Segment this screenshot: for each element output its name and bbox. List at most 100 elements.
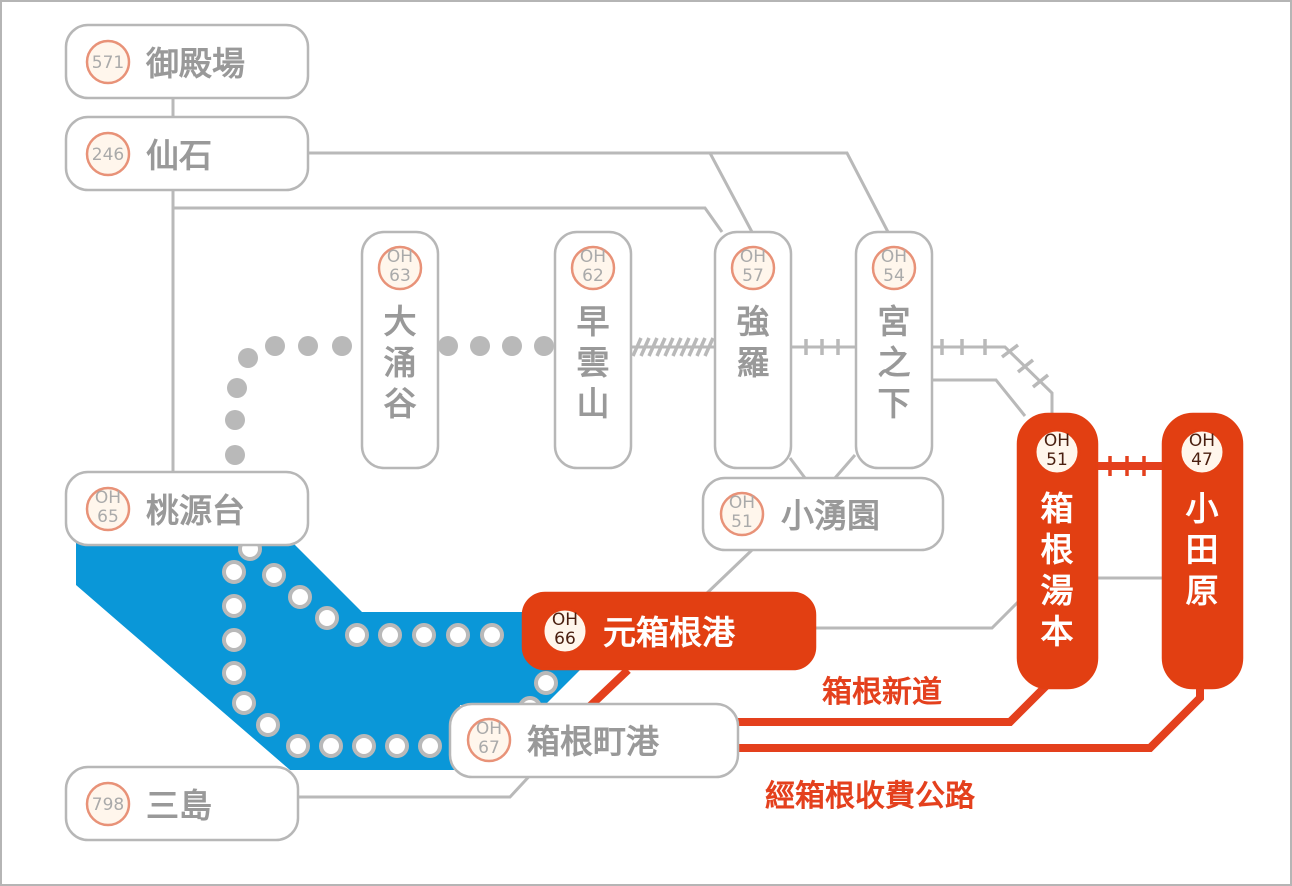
station-gotemba[interactable]: 571 御殿場 [64,23,310,100]
station-name-char: 箱 [1041,489,1074,528]
station-name: 早雲山 [577,302,610,423]
station-name-char: 谷 [384,384,417,423]
station-code-number: 54 [883,266,905,286]
bus-line-gora-kowakien [788,457,807,479]
station-name-char: 強 [737,302,770,341]
station-code-ring [377,245,423,291]
station-name-char: 之 [878,343,911,382]
station-code-ring [85,39,131,85]
bus-line-mishima-hakonemachi [298,768,537,799]
bus-lines [171,98,1165,799]
station-code-prefix: OH [881,247,907,267]
station-odawara[interactable]: OH 47 小田原 [1161,412,1244,690]
station-code-number: 67 [478,738,500,758]
station-name: 宮之下 [878,302,911,423]
station-code-prefix: OH [1189,431,1215,451]
station-name-char: 本 [1041,612,1074,651]
station-code-prefix: OH [476,719,502,739]
station-togendai[interactable]: OH 65 桃源台 [64,470,310,547]
station-owakudani[interactable]: OH 63 大涌谷 [360,230,440,470]
station-name: 桃源台 [146,491,245,530]
lake-ashi [76,540,590,770]
station-sengoku[interactable]: 246 仙石 [64,115,310,192]
bus-line-sengoku-gora [308,151,754,233]
station-mishima[interactable]: 798 三島 [64,765,300,842]
bus-line-miyanoshita-yumoto [930,378,1027,417]
station-code-ring [1178,428,1226,476]
station-name-char: 涌 [384,343,417,382]
station-code-number: 65 [97,507,119,527]
bus-line-motohakone-yumoto [815,598,1022,630]
station-name: 小湧園 [781,496,880,535]
cablecar-hatch [631,337,715,357]
station-name-char: 宮 [878,302,911,341]
station-name-char: 原 [1186,571,1219,610]
station-name: 大涌谷 [384,302,417,423]
station-name-char: 羅 [737,343,770,382]
station-code-ring [1033,428,1081,476]
station-gora[interactable]: OH 57 強羅 [713,230,793,470]
station-motohakoneko[interactable]: OH 66 元箱根港 [521,591,817,671]
station-kowakien[interactable]: OH 51 小湧園 [701,476,945,552]
station-code-ring [719,491,765,537]
bus-line-miyanoshita-kowakien [833,454,857,479]
station-name-char: 大 [384,302,417,341]
station-code-ring [871,245,917,291]
station-code-prefix: OH [740,247,766,267]
station-code-number: 47 [1191,450,1213,470]
station-code-number: 62 [582,266,604,286]
station-name-char: 小 [1186,489,1219,528]
station-sounzan[interactable]: OH 62 早雲山 [553,230,633,470]
station-code-prefix: OH [729,493,755,513]
road-label-hakone-shindo: 箱根新道 [822,675,942,710]
station-name-char: 雲 [577,343,610,382]
station-name: 仙石 [146,136,212,175]
station-name: 三島 [146,786,212,825]
road-label-tollway: 經箱根收費公路 [765,779,976,814]
station-code-prefix: OH [95,488,121,508]
station-code-number: 66 [554,629,576,649]
station-name-char: 田 [1186,530,1219,569]
station-code-ring [570,245,616,291]
station-code-number: 51 [1046,450,1068,470]
station-code-ring [85,486,131,532]
station-name: 強羅 [737,302,770,382]
highlight-routes [585,456,1204,752]
station-code-number: 57 [742,266,764,286]
station-name-char: 根 [1041,530,1074,569]
station-code-number: 51 [731,512,753,532]
station-hakonemachiko[interactable]: OH 67 箱根町港 [448,702,740,779]
station-code-prefix: OH [387,247,413,267]
station-name: 御殿場 [145,44,245,83]
station-code-prefix: OH [1044,431,1070,451]
station-code-number: 63 [389,266,411,286]
station-code: 571 [92,53,124,73]
station-name: 箱根湯本 [1041,489,1074,651]
route-hakone-shindo [738,677,1055,726]
rail-lines [630,337,1054,416]
station-code-ring [466,717,512,763]
route-motohakone-hakonemachi [585,667,631,711]
station-code-ring [85,131,131,177]
station-name: 箱根町港 [527,722,660,761]
route-hakone-tollway [738,688,1204,752]
station-hakoneyumoto[interactable]: OH 51 箱根湯本 [1016,412,1099,690]
bus-line-sengoku-gora-2 [173,206,724,233]
station-code-ring [730,245,776,291]
station-code-ring [541,607,589,655]
station-name-char: 下 [878,384,911,423]
station-name: 元箱根港 [603,613,736,652]
station-code-ring [85,781,131,827]
bus-line-kowakien-motohakone [703,548,754,597]
station-code: 246 [92,145,124,165]
ropeway-line [225,336,554,465]
station-name-char: 山 [577,384,610,423]
station-code-prefix: OH [552,610,578,630]
station-miyanoshita[interactable]: OH 54 宮之下 [854,230,934,470]
railway-miyanoshita-yumoto [930,345,1054,416]
station-code-prefix: OH [580,247,606,267]
station-name-char: 湯 [1041,571,1074,610]
station-name-char: 早 [577,302,610,341]
station-name: 小田原 [1186,489,1219,610]
